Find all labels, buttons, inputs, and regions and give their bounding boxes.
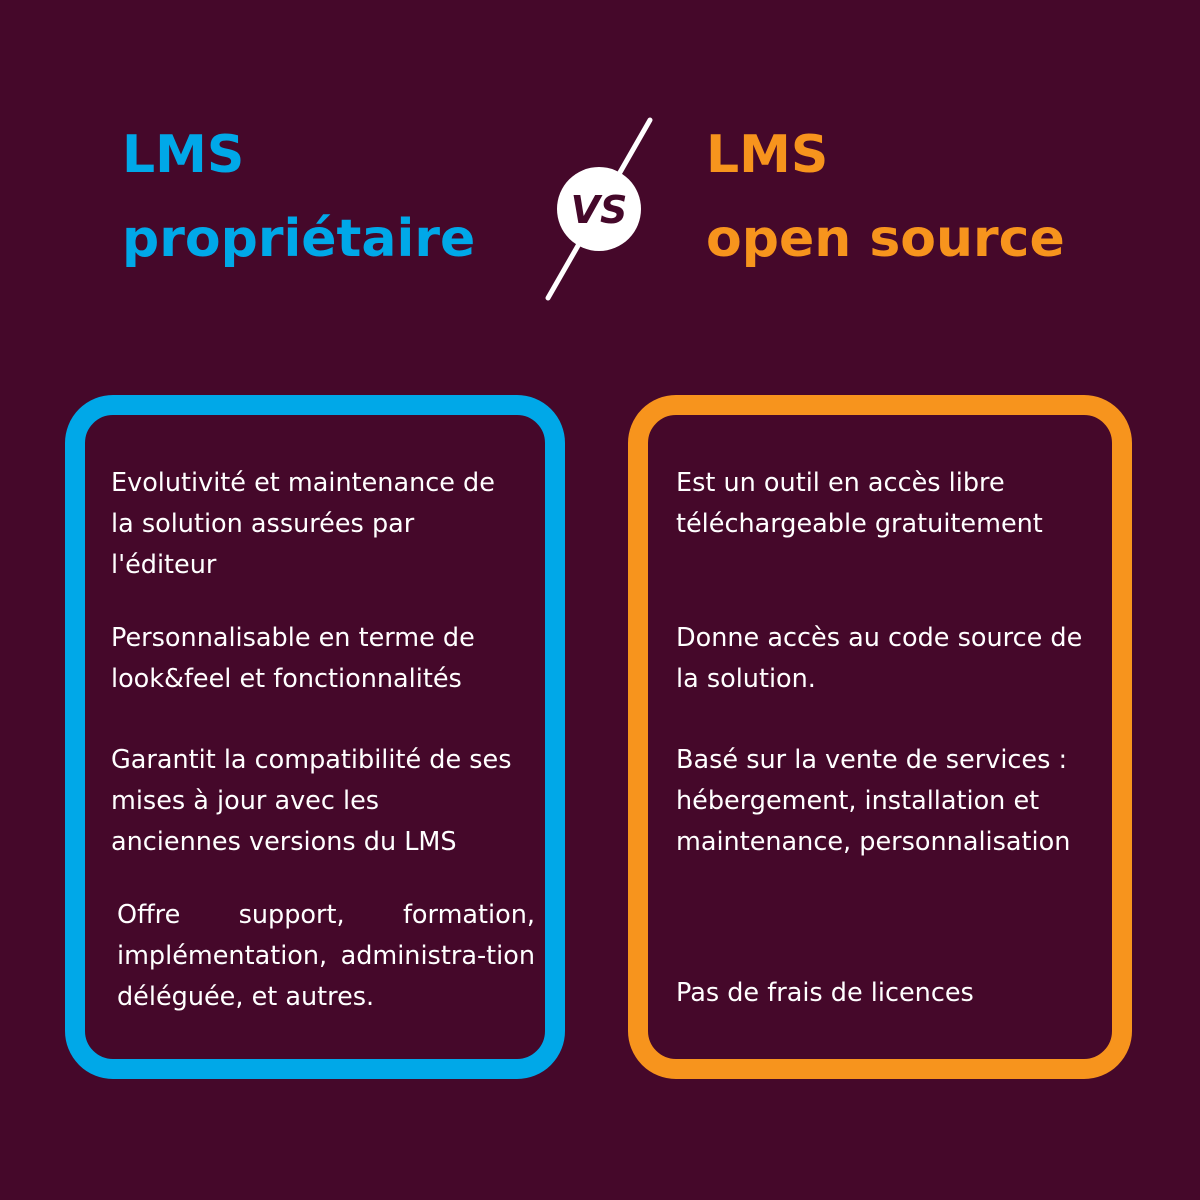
open-source-lms-title: LMS open source [706, 113, 1065, 281]
open-source-item-no-license-fees: Pas de frais de licences [676, 978, 974, 1008]
open-source-title-line1: LMS [706, 125, 829, 185]
open-source-title-line2: open source [706, 209, 1065, 269]
proprietary-item-evolutivity: Evolutivité et maintenance de la solutio… [111, 468, 495, 580]
vs-text: VS [571, 188, 628, 232]
proprietary-title-line2: propriétaire [122, 209, 476, 269]
proprietary-title-line1: LMS [122, 125, 245, 185]
vs-circle [557, 167, 641, 251]
proprietary-features-card [65, 395, 565, 1079]
proprietary-item-support: Offre support, formation, implémentation… [117, 900, 535, 1012]
proprietary-item-compatibility: Garantit la compatibilité de ses mises à… [111, 745, 512, 857]
open-source-item-services: Basé sur la vente de services : hébergem… [676, 745, 1071, 857]
open-source-features-card [628, 395, 1132, 1079]
proprietary-item-customizable: Personnalisable en terme de look&feel et… [111, 623, 475, 694]
open-source-item-free-access: Est un outil en accès libre téléchargeab… [676, 468, 1043, 539]
vs-badge: VS [545, 117, 653, 301]
open-source-item-source-code: Donne accès au code source de la solutio… [676, 623, 1083, 694]
proprietary-lms-title: LMS propriétaire [122, 113, 475, 281]
